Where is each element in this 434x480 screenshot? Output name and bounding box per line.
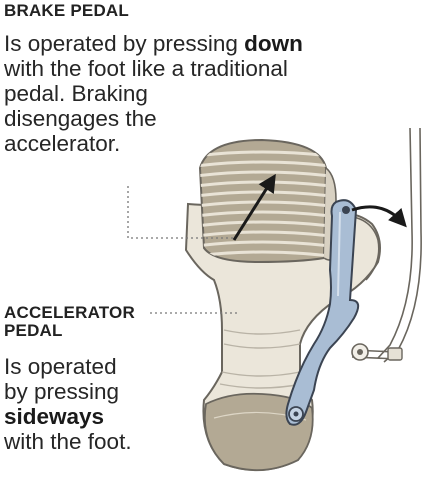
accelerator-lever (285, 199, 360, 426)
brake-pedal-description: Is operated by pressing down with the fo… (4, 31, 384, 156)
accelerator-heading-line-2: PEDAL (4, 321, 63, 340)
brake-line-1: Is operated by pressing down (4, 31, 384, 56)
accelerator-line-2: by pressing (4, 379, 120, 404)
accelerator-heading-line-1: ACCELERATOR (4, 303, 135, 322)
brake-emphasis-down: down (244, 31, 303, 56)
brake-line-4: disengages the (4, 106, 157, 131)
brake-leader-line (127, 186, 236, 239)
accelerator-line-3: sideways (4, 404, 184, 429)
brake-line-2: with the foot like a traditional (4, 56, 288, 81)
brake-line-5: accelerator. (4, 131, 121, 156)
accelerator-emphasis-sideways: sideways (4, 404, 105, 429)
brake-line-1-text: Is operated by pressing (4, 31, 245, 56)
accelerator-pedal-heading: ACCELERATOR PEDAL (4, 304, 184, 340)
curved-arrow-right-icon (351, 205, 407, 228)
pedal-support-frame (351, 127, 422, 363)
accelerator-pedal-description: Is operated by pressing sideways with th… (4, 354, 184, 454)
brake-pad (198, 138, 337, 264)
accelerator-line-1: Is operated (4, 354, 117, 379)
arrow-up-right-icon (232, 173, 276, 241)
brake-line-3: pedal. Braking (4, 81, 148, 106)
brake-pedal-heading: BRAKE PEDAL (4, 1, 129, 20)
accelerator-line-4: with the foot. (4, 429, 132, 454)
